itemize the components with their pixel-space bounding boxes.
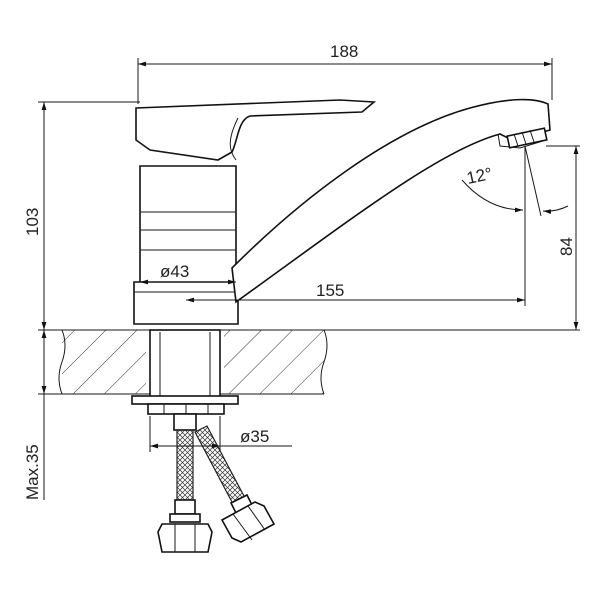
max-thickness-label: Max.35 — [23, 444, 42, 500]
aerator-angle-label: 12° — [465, 164, 494, 188]
mounting-shank — [131, 329, 239, 431]
lever-handle — [135, 99, 377, 161]
spout-height-label: 84 — [557, 237, 576, 256]
dimension-shank-diameter: ø35 — [149, 416, 292, 452]
dimension-aerator-angle: 12° — [461, 145, 569, 217]
body-diameter-label: ø43 — [160, 262, 189, 281]
spout — [231, 98, 551, 304]
dimension-overall-height: 103 — [23, 101, 140, 330]
shank-diameter-label: ø35 — [240, 427, 269, 446]
spout-reach-label: 155 — [316, 281, 344, 300]
dimension-spout-height: 84 — [546, 145, 580, 330]
dimension-overall-length: 188 — [137, 42, 553, 104]
countertop-section — [38, 329, 580, 395]
dimension-body-diameter: ø43 — [140, 262, 236, 285]
overall-length-label: 188 — [330, 42, 358, 61]
dimension-max-thickness: Max.35 — [23, 330, 66, 500]
overall-height-label: 103 — [23, 208, 42, 236]
